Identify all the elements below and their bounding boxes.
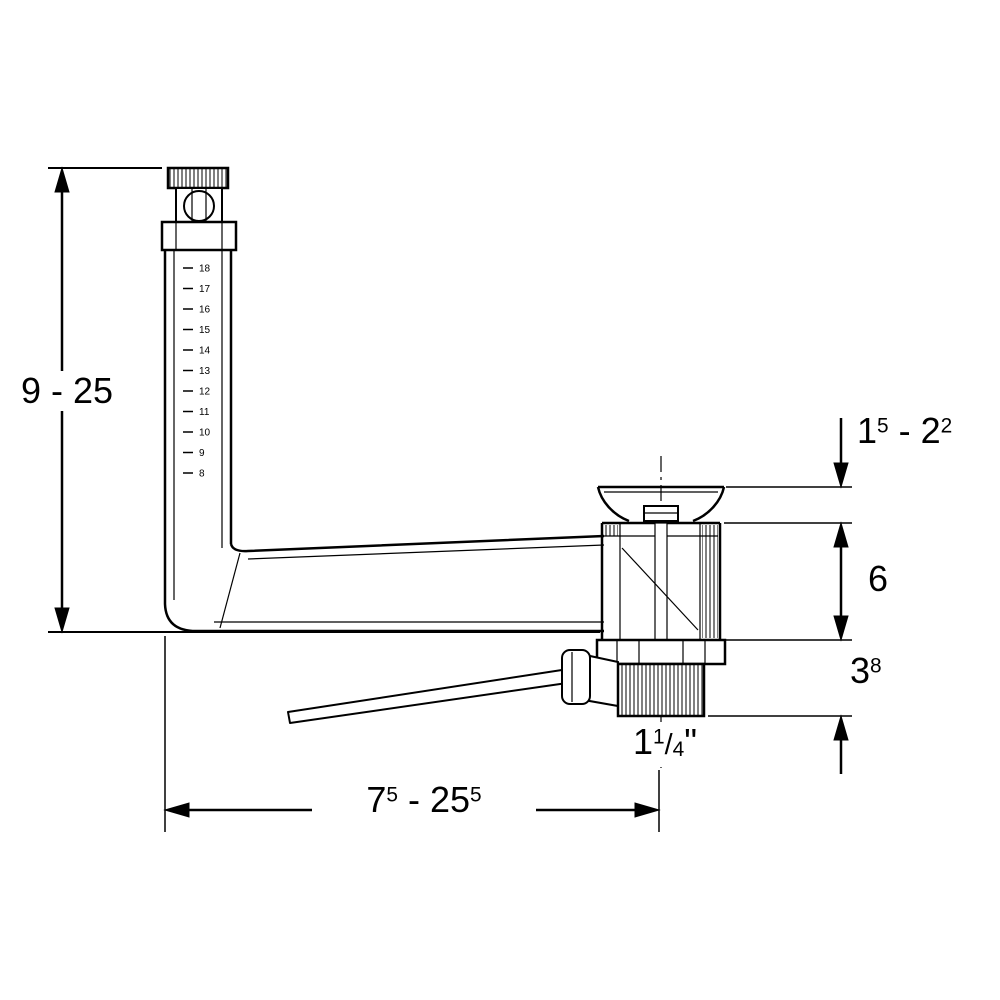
scale-number: 10 — [199, 428, 211, 439]
scale-number: 9 — [199, 448, 205, 459]
tailpiece — [616, 662, 706, 718]
vertical-pipe — [163, 250, 233, 604]
pipe-scale: 18 17 16 15 14 13 12 11 10 9 8 — [183, 264, 211, 480]
arrow-up-icon — [833, 521, 849, 548]
scale-number: 17 — [199, 284, 211, 295]
scale-number: 16 — [199, 305, 211, 316]
horizontal-pipe — [163, 534, 605, 633]
left-height-dimension — [48, 166, 600, 634]
scale-number: 15 — [199, 325, 211, 336]
drain-assembly — [287, 456, 727, 768]
dim-body-label: 6 — [868, 558, 889, 599]
arrow-down-icon — [833, 462, 849, 489]
popup-lever-rod — [287, 665, 589, 724]
dim-width-label: 75 - 255 — [312, 780, 536, 820]
scale-number: 14 — [199, 346, 211, 357]
scale-number: 13 — [199, 366, 211, 377]
scale-number: 11 — [199, 407, 210, 418]
scale-number: 12 — [199, 387, 211, 398]
arrow-up-icon — [54, 166, 70, 193]
dim-flange-label: 15 - 22 — [857, 410, 953, 451]
scale-number: 8 — [199, 469, 205, 480]
dim-outlet-label: 11/4" — [608, 722, 722, 762]
dim-height-label: 9 - 25 — [4, 371, 130, 411]
dim-tail-label: 38 — [850, 650, 882, 691]
slip-nut — [595, 638, 727, 666]
arrow-right-icon — [634, 802, 661, 818]
arrow-down-icon — [833, 615, 849, 642]
popup-stem — [654, 522, 668, 641]
arrow-up-icon — [833, 714, 849, 741]
right-dimensions — [708, 418, 852, 774]
scale-number: 18 — [199, 264, 211, 275]
top-fitting — [160, 166, 238, 252]
arrow-left-icon — [163, 802, 190, 818]
ball-nut — [561, 649, 591, 705]
arrow-down-icon — [54, 607, 70, 634]
